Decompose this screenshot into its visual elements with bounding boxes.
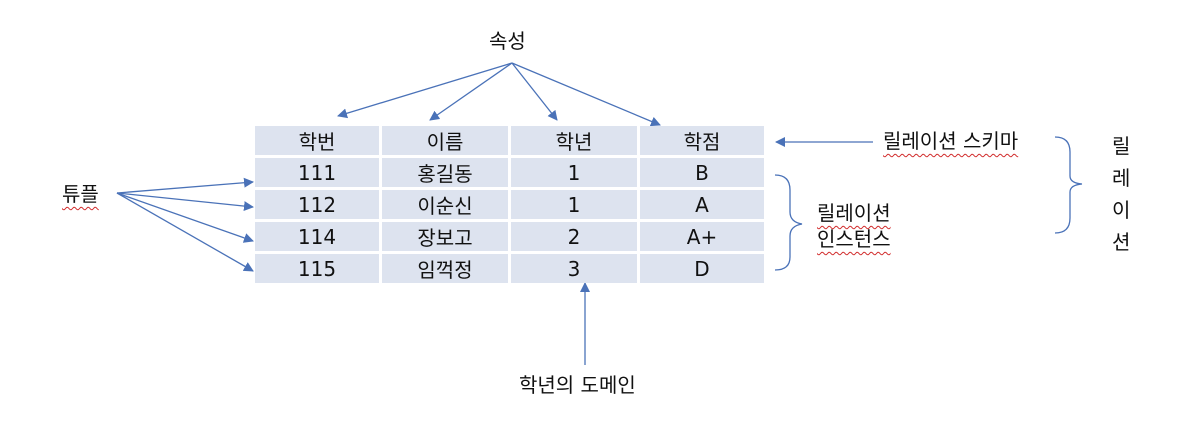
table-cell: D xyxy=(640,254,764,283)
tuple-arrow-3 xyxy=(116,192,254,243)
table-header-cell: 이름 xyxy=(382,126,508,155)
attribute-arrow-1 xyxy=(337,62,513,119)
table-header-row: 학번 이름 학년 학점 xyxy=(255,126,764,155)
attribute-arrow-2 xyxy=(429,62,513,121)
relation-char: 레 xyxy=(1112,166,1131,190)
table-row: 114 장보고 2 A+ xyxy=(255,222,764,251)
table-row: 115 임꺽정 3 D xyxy=(255,254,764,283)
relation-brace xyxy=(1054,136,1083,234)
table-cell: 114 xyxy=(255,222,379,251)
domain-label: 학년의 도메인 xyxy=(519,373,636,397)
instance-label-line1: 릴레이션 xyxy=(817,201,891,225)
relation-char: 릴 xyxy=(1112,134,1131,158)
table-cell: 111 xyxy=(255,158,379,187)
table-cell: 2 xyxy=(511,222,637,251)
table-cell: A xyxy=(640,190,764,219)
table-header-cell: 학번 xyxy=(255,126,379,155)
table-cell: 임꺽정 xyxy=(382,254,508,283)
relation-vertical-label: 릴 레 이 션 xyxy=(1112,136,1130,264)
table-cell: A+ xyxy=(640,222,764,251)
instance-label-line2: 인스턴스 xyxy=(817,227,891,251)
relation-char: 이 xyxy=(1112,198,1131,222)
table-cell: B xyxy=(640,158,764,187)
relation-char: 션 xyxy=(1112,230,1131,254)
table-header-cell: 학점 xyxy=(640,126,764,155)
table-cell: 장보고 xyxy=(382,222,508,251)
relation-table: 학번 이름 학년 학점 111 홍길동 1 B 112 이순신 1 A 114 … xyxy=(252,123,767,286)
table-cell: 1 xyxy=(511,158,637,187)
tuple-arrow-4 xyxy=(116,192,254,272)
attribute-arrow-3 xyxy=(511,62,558,121)
table-cell: 3 xyxy=(511,254,637,283)
schema-label: 릴레이션 스키마 xyxy=(883,129,1019,153)
attribute-label: 속성 xyxy=(489,29,526,53)
tuple-arrow-1 xyxy=(116,177,254,194)
table-cell: 112 xyxy=(255,190,379,219)
tuple-arrow-2 xyxy=(116,192,254,212)
table-cell: 115 xyxy=(255,254,379,283)
table-row: 112 이순신 1 A xyxy=(255,190,764,219)
attribute-arrow-4 xyxy=(511,62,661,127)
table-cell: 홍길동 xyxy=(382,158,508,187)
tuple-label: 튜플 xyxy=(62,182,99,206)
table-header-cell: 학년 xyxy=(511,126,637,155)
table-cell: 이순신 xyxy=(382,190,508,219)
instance-brace xyxy=(774,174,803,271)
table-row: 111 홍길동 1 B xyxy=(255,158,764,187)
table-cell: 1 xyxy=(511,190,637,219)
